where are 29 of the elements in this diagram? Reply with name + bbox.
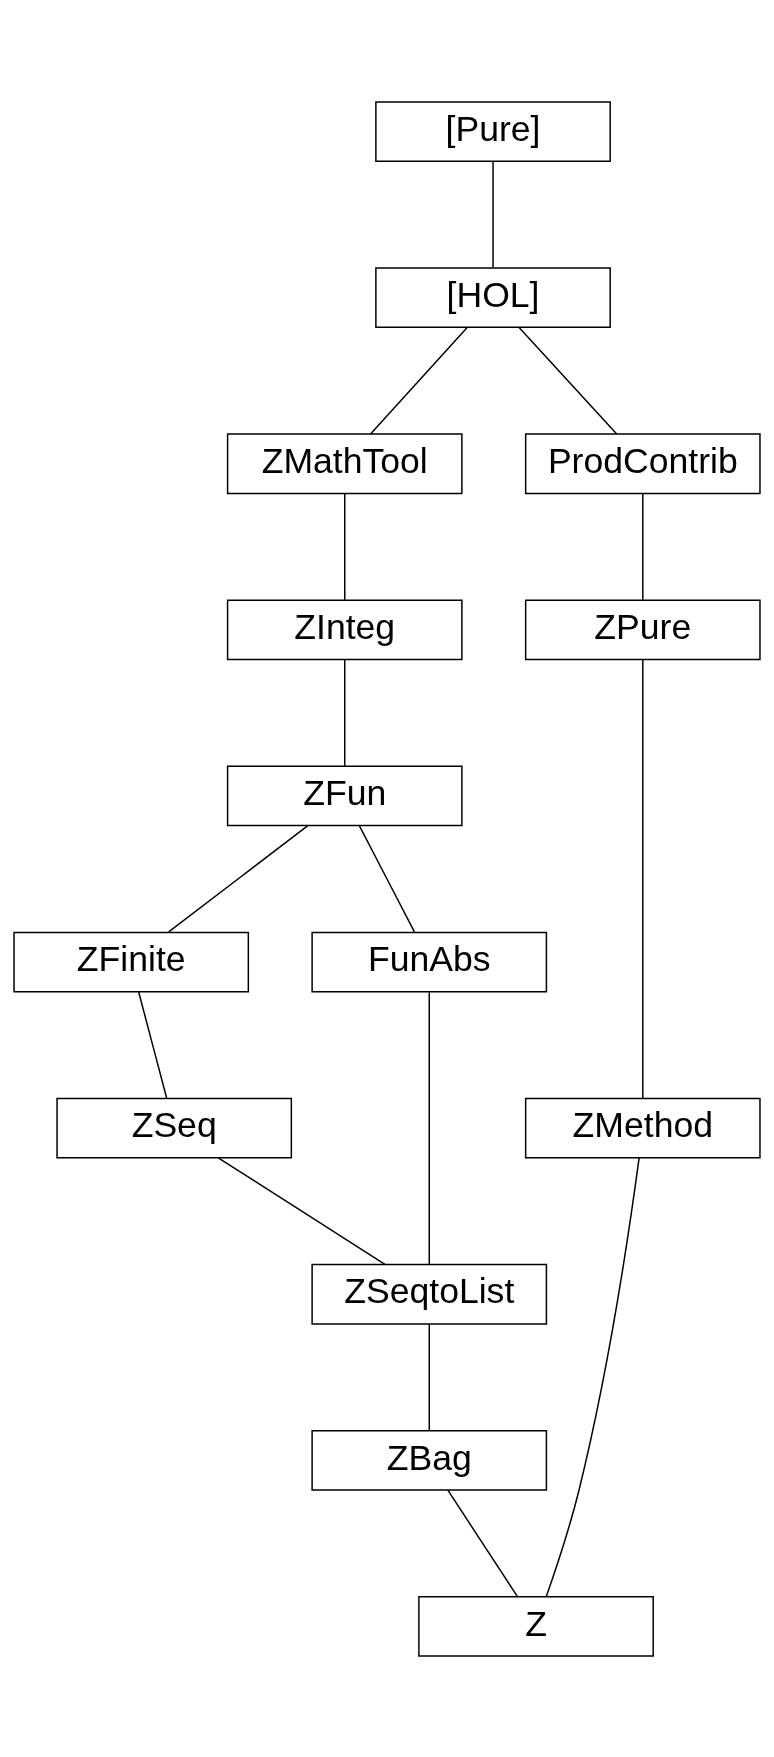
node-box: ZPure [524, 598, 761, 660]
connector [370, 326, 468, 434]
connector [642, 492, 644, 600]
node-box: [HOL] [375, 266, 611, 328]
connector [344, 658, 346, 767]
connector [642, 658, 644, 1099]
connector [344, 492, 346, 600]
node-box: ZInteg [226, 598, 463, 660]
node-box: ZFinite [13, 931, 250, 992]
connector [358, 824, 416, 933]
connector [428, 1322, 430, 1431]
connector [217, 1156, 386, 1265]
node-box: ZMathTool [226, 432, 463, 494]
node-box: ZBag [311, 1429, 548, 1491]
node-box: ProdContrib [524, 432, 761, 494]
node-box: Z [418, 1595, 654, 1657]
connector [447, 1488, 519, 1597]
connector [518, 326, 618, 434]
node-box: [Pure] [375, 100, 611, 162]
connector [428, 990, 430, 1265]
node-box: FunAbs [311, 931, 548, 992]
connector [492, 160, 494, 268]
node-box: ZSeq [56, 1097, 293, 1159]
connector [137, 990, 168, 1099]
connector [545, 1156, 640, 1597]
node-box: ZSeqtoList [311, 1263, 548, 1325]
node-box: ZMethod [524, 1097, 761, 1159]
node-box: ZFun [226, 765, 463, 826]
connector [167, 824, 309, 933]
